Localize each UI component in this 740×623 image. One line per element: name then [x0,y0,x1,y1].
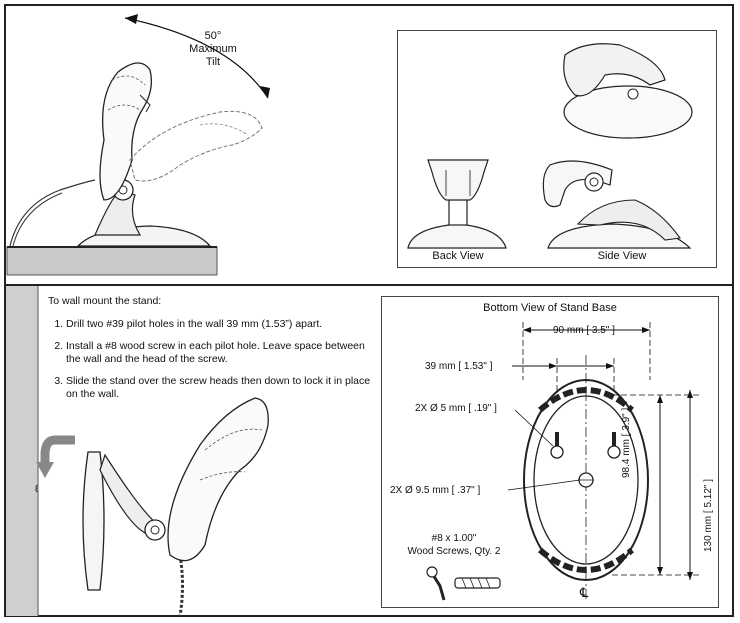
leader-large-holes [507,479,581,491]
base-rim-bottom [538,547,634,573]
dim-inner-height-label: 98.4 mm [ 3.9" ] [621,407,632,478]
tilt-label: 50° Maximum Tilt [183,30,243,69]
side-view-label: Side View [597,250,647,262]
cable [9,179,96,247]
dim-outer-height-label: 130 mm [ 5.12" ] [703,478,714,552]
instructions-steps: Drill two #39 pilot holes in the wall 39… [48,318,378,401]
arm-side-view [576,199,681,241]
section-divider [4,284,734,286]
tilt-arrowhead-right [260,86,270,98]
scanner-perspective [563,43,666,97]
keyhole-right [607,445,621,459]
tilt-arc [124,17,269,99]
screws-size: #8 x 1.00" [431,533,477,544]
instruction-step-1: Drill two #39 pilot holes in the wall 39… [66,318,378,331]
tilt-label-maximum: Maximum [189,43,237,55]
scanner-back-view [427,159,489,201]
screw-2 [454,577,501,589]
stand-arm [94,189,142,236]
instruction-step-2: Install a #8 wood screw in each pilot ho… [66,340,378,366]
tilt-arrowhead-left [125,14,138,24]
tilt-angle: 50° [204,30,222,42]
leader-small-holes [514,409,554,447]
bottom-view-title: Bottom View of Stand Base [483,302,617,314]
desk-surface [6,246,218,276]
base-on-wall [82,451,105,591]
instruction-step-3: Slide the stand over the screw heads the… [66,375,378,401]
screws-label: #8 x 1.00" Wood Screws, Qty. 2 [398,532,510,558]
base-perspective [563,85,693,139]
base-rim-top [538,387,634,413]
dim-small-holes-label: 2X Ø 5 mm [ .19" ] [415,403,497,414]
scanner-upright [99,62,153,201]
dim-width-label: 90 mm [ 3.5" ] [553,325,615,336]
wall-mount-instructions: To wall mount the stand: Drill two #39 p… [48,295,378,410]
scanner-on-wall [167,397,269,562]
scanner-tilted [129,110,263,182]
dim-large-holes-label: 2X Ø 9.5 mm [ .37" ] [390,485,481,496]
wall-texture [6,286,38,616]
keyhole-left [550,445,564,459]
pivot-knob-wall [144,519,166,541]
instructions-intro: To wall mount the stand: [48,295,162,307]
svg-text:ℓ: ℓ [35,484,39,495]
tilt-label-tilt: Tilt [205,56,221,68]
dim-hole-spacing-label: 39 mm [ 1.53" ] [425,361,493,372]
back-view-label: Back View [432,250,484,262]
centerline-symbol: ℄ [580,585,589,600]
screws-qty: Wood Screws, Qty. 2 [407,546,501,557]
mount-arrow [40,435,75,468]
